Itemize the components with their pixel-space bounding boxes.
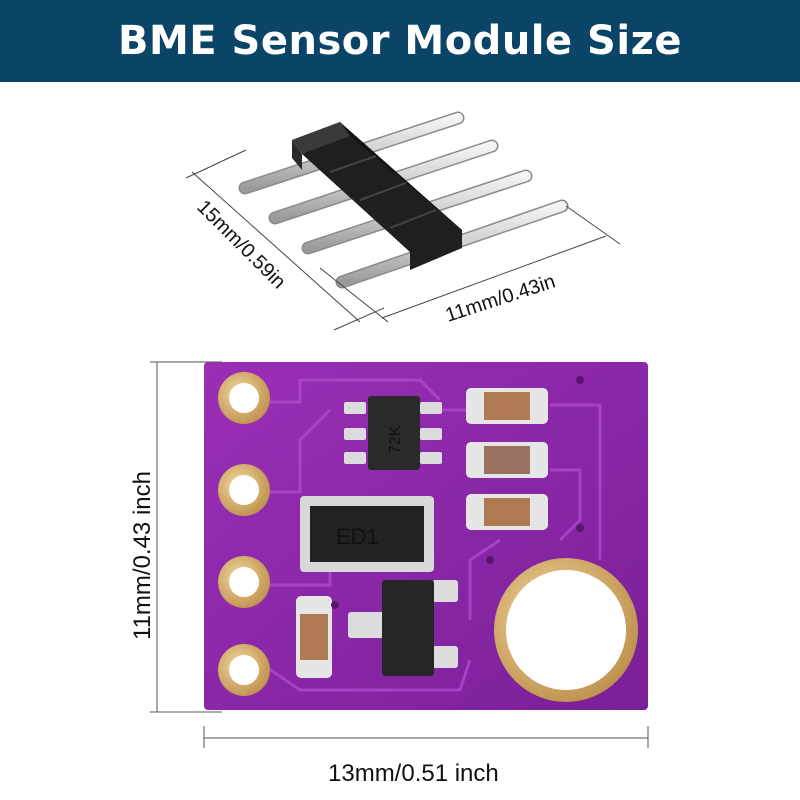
board-height-label: 11mm/0.43 inch bbox=[129, 471, 156, 640]
chip-marking-72k: 72K bbox=[387, 425, 404, 454]
board-height-dimension bbox=[150, 361, 222, 713]
header-width-label: 11mm/0.43in bbox=[443, 271, 558, 327]
small-capacitor bbox=[296, 596, 332, 678]
capacitors bbox=[466, 388, 548, 530]
board-width-dimension bbox=[203, 726, 649, 748]
header-housing bbox=[292, 122, 462, 270]
resistor-array-ed1: ED1 bbox=[300, 496, 434, 572]
header-depth-label: 15mm/0.59in bbox=[192, 196, 289, 293]
board-width-label: 13mm/0.51 inch bbox=[328, 760, 499, 787]
pin-header bbox=[238, 111, 569, 289]
through-hole-pads bbox=[218, 372, 270, 696]
ic-72k: 72K bbox=[344, 396, 442, 470]
title-banner: BME Sensor Module Size bbox=[0, 0, 800, 82]
page-title: BME Sensor Module Size bbox=[118, 18, 682, 64]
sensor-board: 72K ED1 bbox=[204, 362, 648, 710]
chip-marking-ed1: ED1 bbox=[336, 524, 379, 549]
sensor-element bbox=[494, 558, 638, 702]
voltage-regulator bbox=[348, 580, 458, 676]
header-width-dimension bbox=[319, 205, 621, 323]
